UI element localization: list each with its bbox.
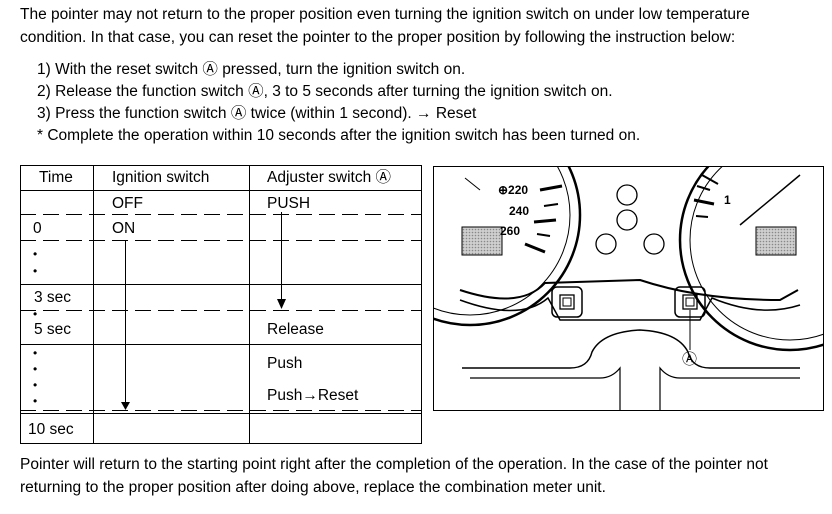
step-1: 1) With the reset switch Ⓐ pressed, turn… bbox=[37, 61, 466, 78]
speed-label-260: 260 bbox=[500, 224, 520, 238]
housing-lower bbox=[459, 296, 801, 321]
cell-push-reset: Push→Reset bbox=[267, 387, 359, 404]
intro-line-1: The pointer may not return to the proper… bbox=[20, 6, 750, 23]
cell-release: Release bbox=[267, 321, 324, 338]
panel-cutout-inner bbox=[470, 366, 800, 411]
cell-off: OFF bbox=[112, 195, 143, 212]
tach-needle bbox=[739, 174, 801, 226]
panel-cutout bbox=[462, 329, 800, 369]
outro-line-1: Pointer will return to the starting poin… bbox=[20, 456, 768, 473]
speedometer-face bbox=[433, 166, 571, 316]
speed-label-220: ⊕220 bbox=[498, 183, 528, 197]
dot: • bbox=[33, 264, 37, 278]
cell-time-5: 5 sec bbox=[34, 321, 71, 338]
cell-on: ON bbox=[112, 220, 135, 237]
dot: • bbox=[33, 346, 37, 360]
intro-line-2: condition. In that case, you can reset t… bbox=[20, 29, 736, 46]
tach-label-1: 1 bbox=[724, 193, 731, 207]
cell-push: PUSH bbox=[267, 195, 310, 212]
dot: • bbox=[33, 247, 37, 261]
header-time: Time bbox=[39, 169, 73, 186]
odometer-lcd bbox=[461, 226, 503, 256]
ignition-arrow-head bbox=[121, 402, 130, 410]
reset-switch-left bbox=[551, 286, 583, 318]
cell-time-3: 3 sec bbox=[34, 289, 71, 306]
table-border bbox=[20, 165, 422, 444]
cell-time-0: 0 bbox=[33, 220, 42, 237]
warning-lamp bbox=[595, 233, 617, 255]
speed-label-240: 240 bbox=[509, 204, 529, 218]
cell-push-2: Push bbox=[267, 355, 302, 372]
adjuster-arrow-head bbox=[277, 299, 286, 309]
cell-time-10: 10 sec bbox=[28, 421, 74, 438]
outro-paragraph: Pointer will return to the starting poin… bbox=[20, 453, 830, 499]
outro-line-2: returning to the proper position after d… bbox=[20, 479, 606, 496]
trip-lcd bbox=[755, 226, 797, 256]
warning-lamp bbox=[643, 233, 665, 255]
warning-lamp bbox=[616, 209, 638, 231]
warning-lamp bbox=[616, 184, 638, 206]
dot: • bbox=[33, 378, 37, 392]
intro-paragraph: The pointer may not return to the proper… bbox=[20, 3, 830, 49]
step-2: 2) Release the function switch Ⓐ, 3 to 5… bbox=[37, 83, 613, 100]
figure-frame bbox=[433, 166, 824, 411]
dot: • bbox=[33, 362, 37, 376]
tachometer-face bbox=[689, 166, 824, 341]
dot: • bbox=[33, 394, 37, 408]
tachometer-bezel bbox=[678, 166, 824, 352]
step-note: * Complete the operation within 10 secon… bbox=[37, 127, 641, 144]
header-adjuster: Adjuster switch Ⓐ bbox=[267, 168, 391, 186]
header-ignition: Ignition switch bbox=[112, 169, 209, 186]
dot: • bbox=[33, 307, 37, 321]
speedometer-bezel bbox=[433, 166, 582, 327]
switch-a-label: Ⓐ bbox=[682, 351, 697, 368]
step-3: 3) Press the function switch Ⓐ twice (wi… bbox=[37, 105, 477, 122]
housing-outline bbox=[459, 278, 799, 302]
